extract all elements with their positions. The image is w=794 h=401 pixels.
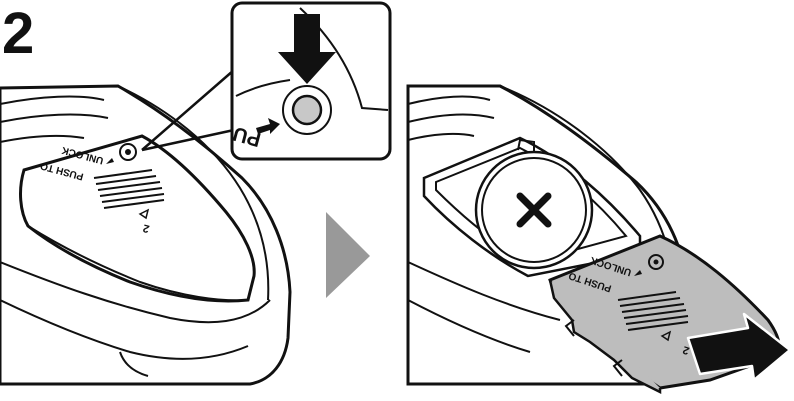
next-step-triangle-icon [326,212,370,298]
right-unlock-button-center [654,260,659,265]
zoom-unlock-button [293,96,321,124]
right-device: PUSH TO UNLOCK 2 [408,86,790,392]
left-unlock-button-center [125,149,131,155]
zoom-inset: PU [231,3,390,159]
